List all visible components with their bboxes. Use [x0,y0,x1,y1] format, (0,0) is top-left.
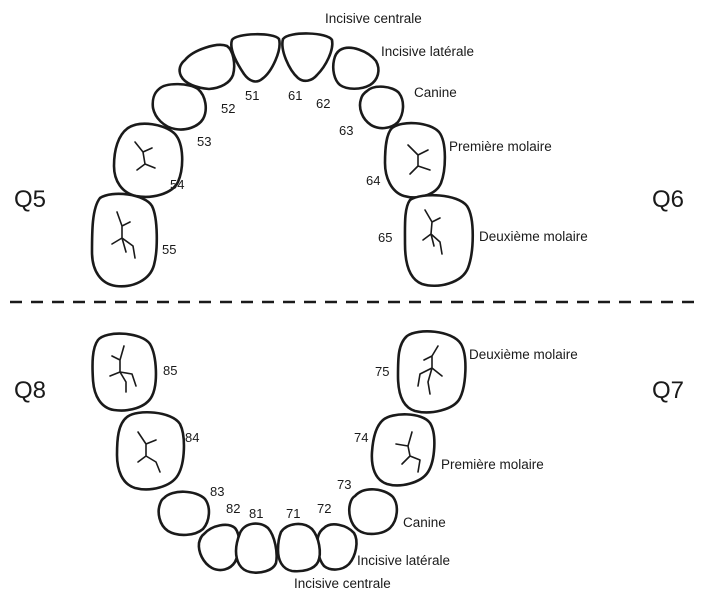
tooth-number-85: 85 [163,363,177,378]
upper-arch [90,32,474,288]
quadrant-label-q6: Q6 [652,186,684,213]
quadrant-label-q5: Q5 [14,186,46,213]
fissure-55 [111,211,136,259]
tooth-54 [112,122,184,199]
label-lower-central-incisor: Incisive centrale [294,576,391,591]
tooth-number-65: 65 [378,230,392,245]
tooth-number-54: 54 [170,177,184,192]
fissure-74 [395,431,421,473]
fissure-64 [407,144,431,175]
tooth-52 [178,43,236,91]
label-upper-first-molar: Première molaire [449,139,552,154]
tooth-number-73: 73 [337,477,351,492]
lower-tooth-numbers: 85 84 83 82 81 71 72 73 74 75 [163,363,389,521]
tooth-number-84: 84 [185,430,199,445]
fissure-54 [134,141,156,171]
label-lower-second-molar: Deuxième molaire [469,347,578,362]
tooth-number-82: 82 [226,501,240,516]
tooth-63 [358,85,405,130]
label-upper-second-molar: Deuxième molaire [479,229,588,244]
label-upper-central-incisor: Incisive centrale [325,11,422,26]
tooth-61 [281,32,334,83]
tooth-number-52: 52 [221,101,235,116]
tooth-53 [151,82,208,131]
tooth-72 [315,523,358,571]
fissure-65 [422,209,443,255]
tooth-number-61: 61 [288,88,302,103]
tooth-62 [331,46,380,91]
tooth-74 [370,413,436,487]
lower-arch [91,330,467,574]
tooth-83 [157,490,211,537]
tooth-81 [234,522,278,574]
label-upper-lateral-incisor: Incisive latérale [381,44,474,59]
label-lower-first-molar: Première molaire [441,457,544,472]
tooth-51 [230,32,281,83]
tooth-number-63: 63 [339,123,353,138]
fissure-85 [109,345,137,393]
fissure-75 [417,345,443,395]
label-lower-canine: Canine [403,515,446,530]
tooth-number-53: 53 [197,134,211,149]
lower-tooth-labels: Deuxième molaire Première molaire Canine… [294,347,578,591]
label-upper-canine: Canine [414,85,457,100]
upper-tooth-labels: Incisive centrale Incisive latérale Cani… [325,11,588,244]
tooth-number-62: 62 [316,96,330,111]
tooth-number-81: 81 [249,506,263,521]
tooth-number-64: 64 [366,173,380,188]
upper-tooth-numbers: 55 54 53 52 51 61 62 63 64 65 [162,88,392,257]
tooth-73 [347,488,399,536]
fissure-84 [137,431,161,473]
quadrant-label-q8: Q8 [14,377,46,404]
tooth-84 [115,410,186,491]
quadrant-label-q7: Q7 [652,377,684,404]
tooth-64 [383,121,447,199]
tooth-number-75: 75 [375,364,389,379]
tooth-number-71: 71 [286,506,300,521]
tooth-number-51: 51 [245,88,259,103]
tooth-number-72: 72 [317,501,331,516]
tooth-number-83: 83 [210,484,224,499]
tooth-number-74: 74 [354,430,368,445]
tooth-82 [197,523,241,572]
tooth-71 [276,522,322,573]
label-lower-lateral-incisor: Incisive latérale [357,553,450,568]
tooth-number-55: 55 [162,242,176,257]
